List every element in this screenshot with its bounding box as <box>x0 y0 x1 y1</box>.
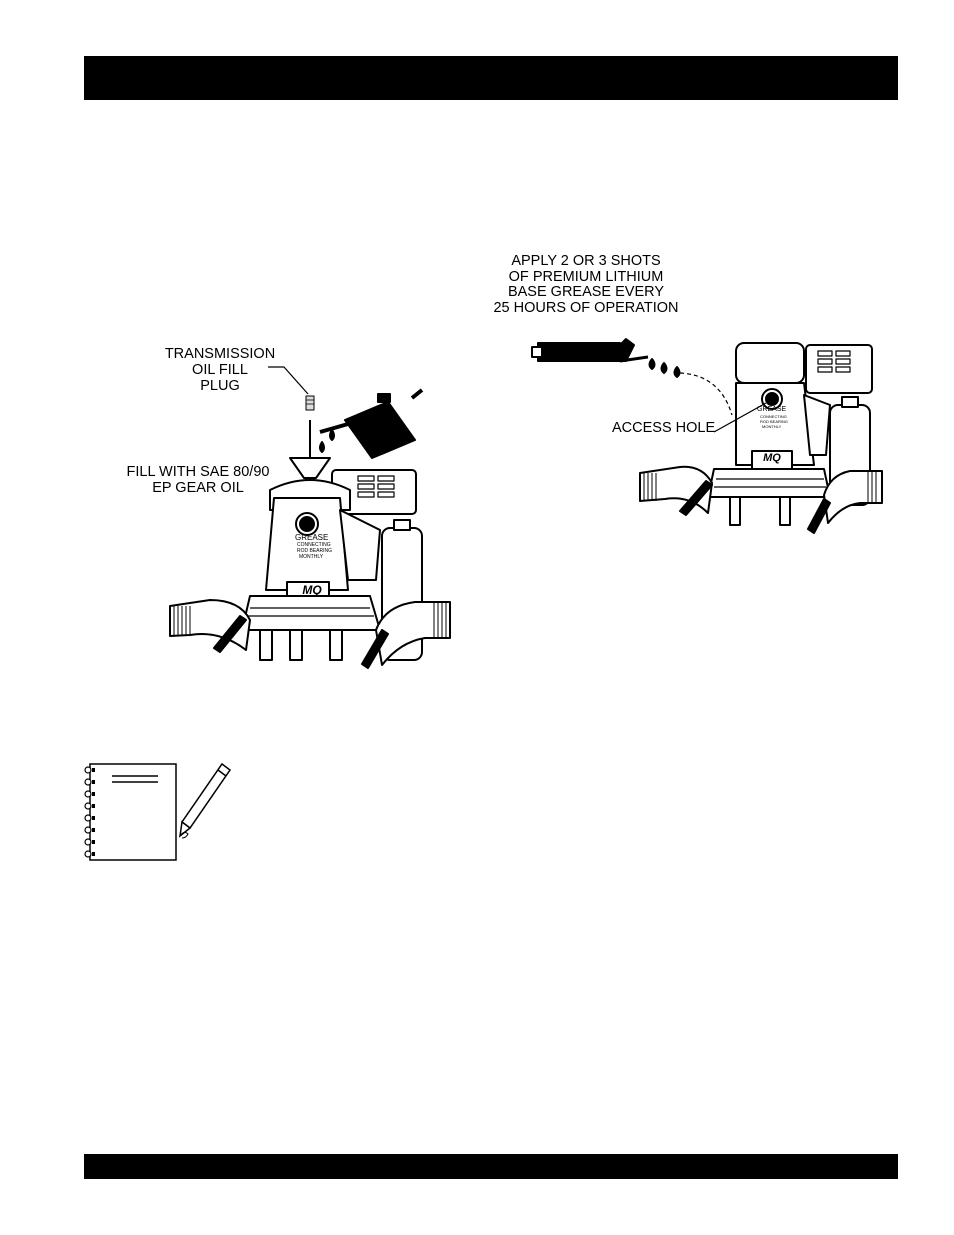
notebook-pencil-icon <box>82 760 232 864</box>
pump-grease-illustration <box>530 335 890 535</box>
grease-gun-icon <box>532 339 648 361</box>
grease-drop <box>662 363 667 373</box>
grease-drop <box>675 367 680 377</box>
oil-drop <box>330 430 334 440</box>
oil-drop <box>320 442 324 452</box>
pump-oil-fill-illustration <box>150 380 470 680</box>
footer-bar <box>84 1154 898 1179</box>
pencil-icon <box>180 764 230 838</box>
mq-logo: MQ <box>752 452 792 464</box>
plate-text-line: MONTHLY <box>762 424 781 429</box>
grease-label: GREASE <box>295 533 328 542</box>
header-bar <box>84 56 898 100</box>
plate-text-line: MONTHLY <box>299 554 323 560</box>
funnel <box>290 458 330 478</box>
apply-grease-callout: APPLY 2 OR 3 SHOTS OF PREMIUM LITHIUM BA… <box>492 254 680 316</box>
oil-fill-plug <box>306 396 314 410</box>
oil-can-icon <box>320 390 422 458</box>
grease-drop <box>650 359 655 369</box>
grease-label: GREASE <box>757 406 786 413</box>
mq-logo: MQ <box>294 583 330 597</box>
